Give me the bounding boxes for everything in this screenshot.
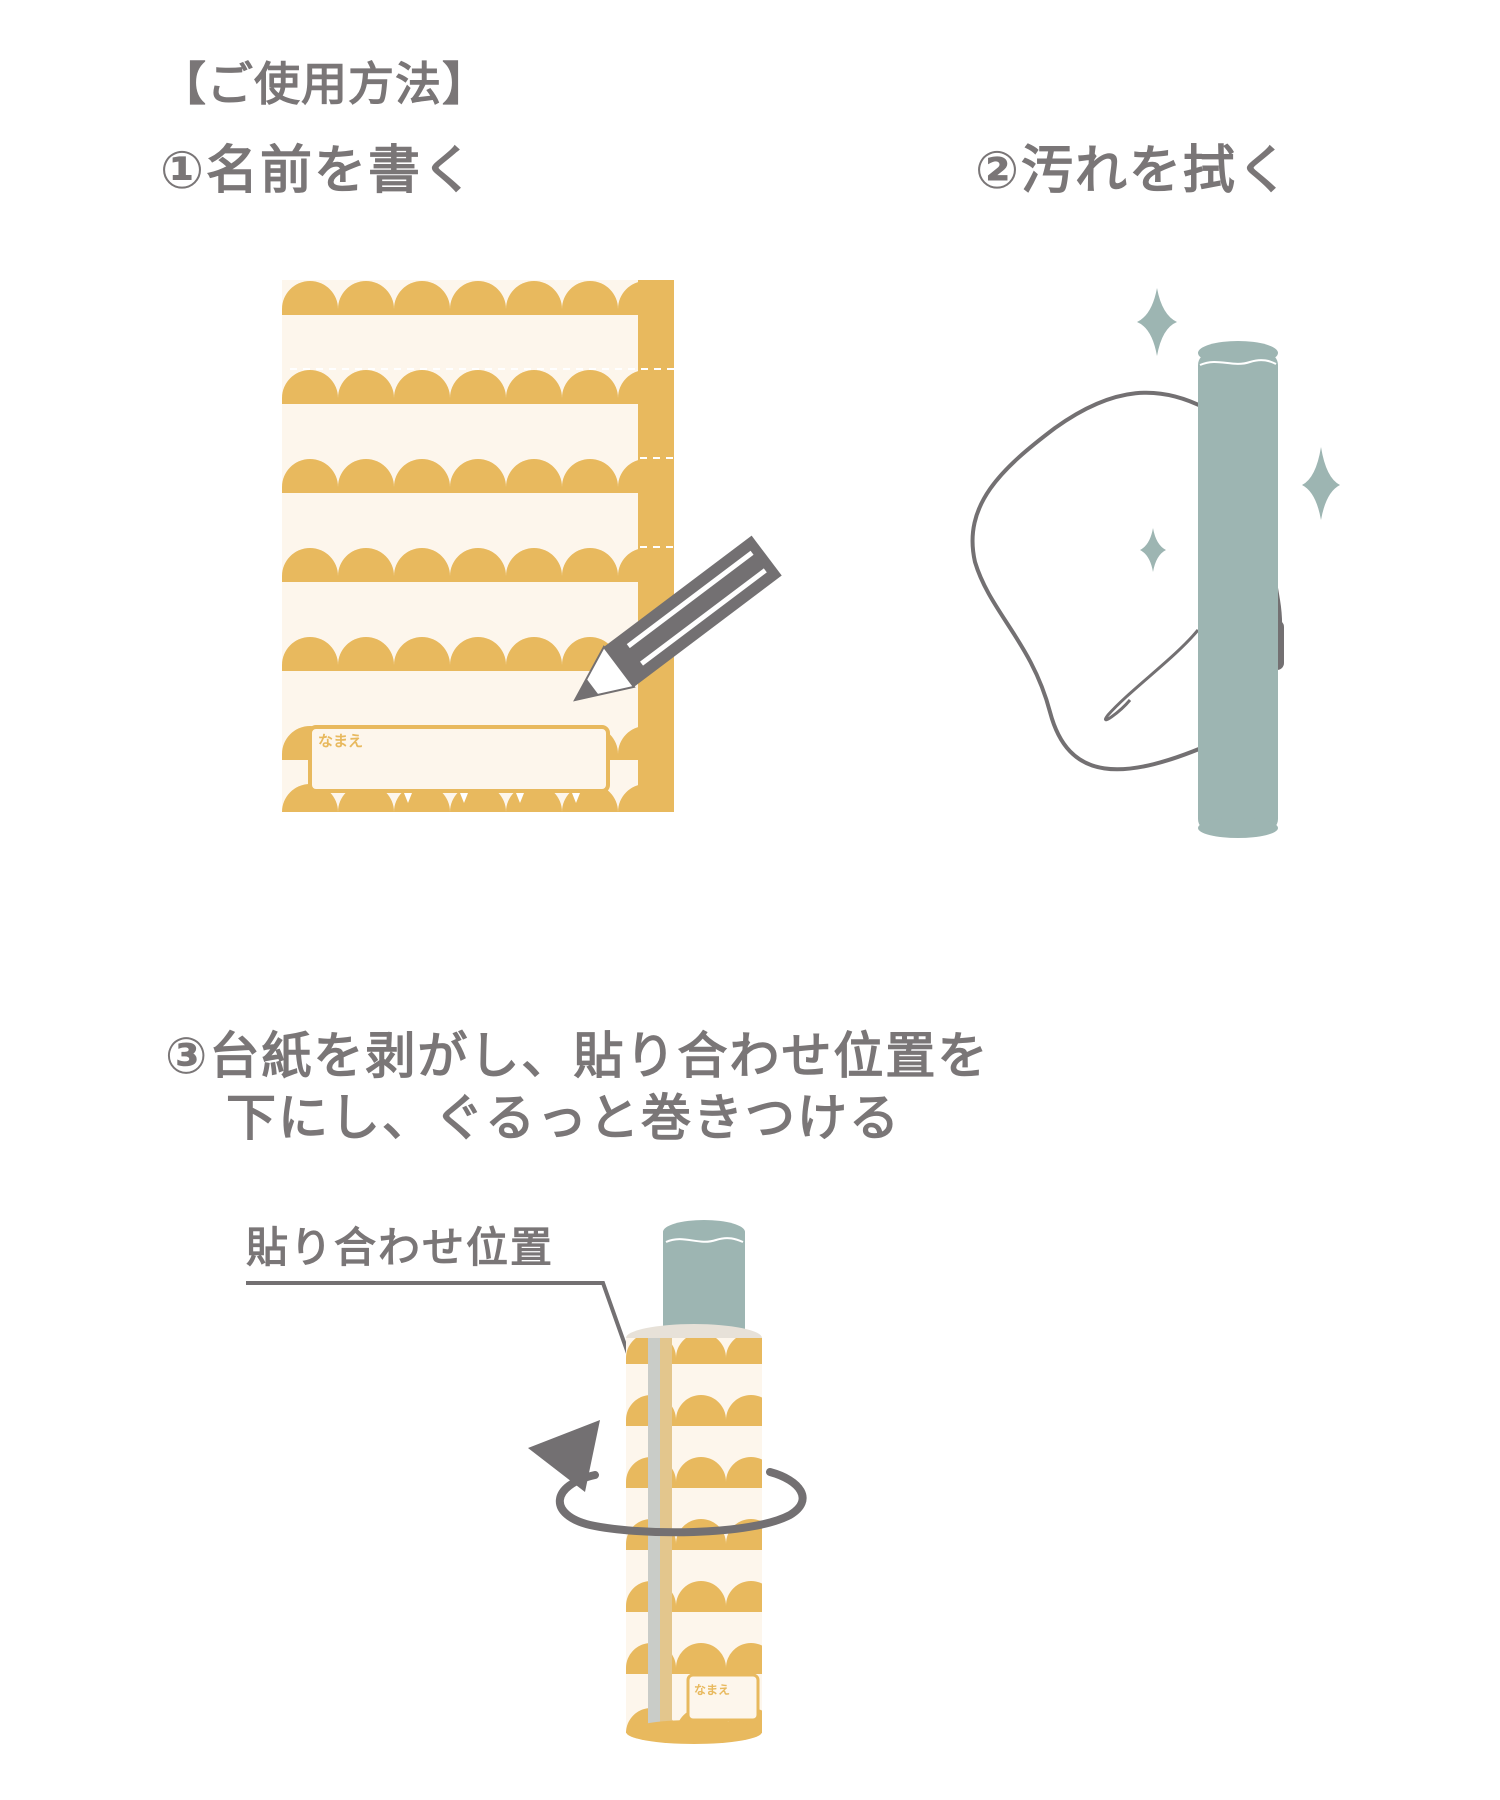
label-notches (404, 793, 580, 803)
scallop (562, 370, 618, 398)
scallop (562, 459, 618, 487)
wrapped-pole-scene: なまえ (528, 1220, 807, 1744)
scallop (338, 370, 394, 398)
scallop (338, 281, 394, 309)
scallop-band (626, 1544, 762, 1550)
scallop (506, 370, 562, 398)
scallop (338, 637, 394, 665)
scallop (394, 637, 450, 665)
scallop (618, 282, 638, 309)
scallop-band (282, 487, 638, 493)
scallop (726, 1338, 762, 1358)
step-1-title: ①名前を書く (160, 141, 477, 201)
scallop (282, 637, 338, 665)
scallop (726, 1395, 762, 1420)
rotate-arrow-icon (528, 1420, 807, 1537)
section-title: 【ご使用方法】 (160, 57, 489, 111)
name-label-box (308, 725, 610, 793)
scallop (618, 549, 638, 576)
sparkle-icon (1302, 447, 1340, 520)
scallop (506, 548, 562, 576)
scallop (282, 459, 338, 487)
cloth-fold (1104, 629, 1200, 722)
scallop (450, 370, 506, 398)
scallop-band (282, 665, 638, 671)
scallop (282, 281, 338, 309)
scallop (726, 1581, 762, 1606)
scallop (676, 1581, 726, 1606)
pole (1198, 341, 1278, 838)
roll-bottom (626, 1720, 762, 1744)
pencil-icon (573, 535, 782, 702)
scallop (282, 548, 338, 576)
step-3-title-line-2: 下にし、ぐるっと巻きつける (226, 1089, 901, 1147)
scallop (562, 548, 618, 576)
scallop (394, 548, 450, 576)
scallop-band (282, 576, 638, 582)
name-sticker-sheet: なまえ (282, 280, 674, 818)
scallop (506, 459, 562, 487)
scallop (450, 637, 506, 665)
joint-position-callout: 貼り合わせ位置 (246, 1223, 555, 1272)
scallop (450, 548, 506, 576)
roll-name-label-text: なまえ (694, 1683, 730, 1697)
scallop (394, 370, 450, 398)
scallop (338, 548, 394, 576)
step-3-title-line-1: ③台紙を剥がし、貼り合わせ位置を (165, 1027, 990, 1085)
wiping-cloth-scene (970, 288, 1340, 838)
scallop-band (626, 1668, 762, 1674)
scallop-band (282, 812, 638, 818)
roll-name-label (686, 1673, 760, 1722)
scallop (618, 371, 638, 398)
scallop (506, 281, 562, 309)
sparkle-icon (1140, 528, 1166, 572)
scallop (282, 370, 338, 398)
scallop-band (282, 309, 638, 315)
scallop (450, 281, 506, 309)
scallop-band (626, 1358, 762, 1364)
scallop-band (626, 1482, 762, 1488)
scallop (618, 727, 638, 754)
scallop (618, 785, 638, 812)
scallop-band (626, 1606, 762, 1612)
scallop (726, 1643, 762, 1668)
scallop (338, 459, 394, 487)
scallop (676, 1457, 726, 1482)
scallop (726, 1457, 762, 1482)
scallop (562, 281, 618, 309)
scallop (506, 637, 562, 665)
scallop-band (626, 1420, 762, 1426)
scallop (618, 460, 638, 487)
scallop (676, 1338, 726, 1358)
scallop (394, 459, 450, 487)
name-label-text: なまえ (318, 732, 363, 750)
scallop (394, 281, 450, 309)
scallop (676, 1643, 726, 1668)
step-2-title: ②汚れを拭く (975, 141, 1292, 201)
scallop (450, 459, 506, 487)
scallop-band (282, 398, 638, 404)
callout-leader-line (246, 1281, 638, 1377)
scallop (676, 1395, 726, 1420)
sparkle-icon (1137, 288, 1177, 356)
